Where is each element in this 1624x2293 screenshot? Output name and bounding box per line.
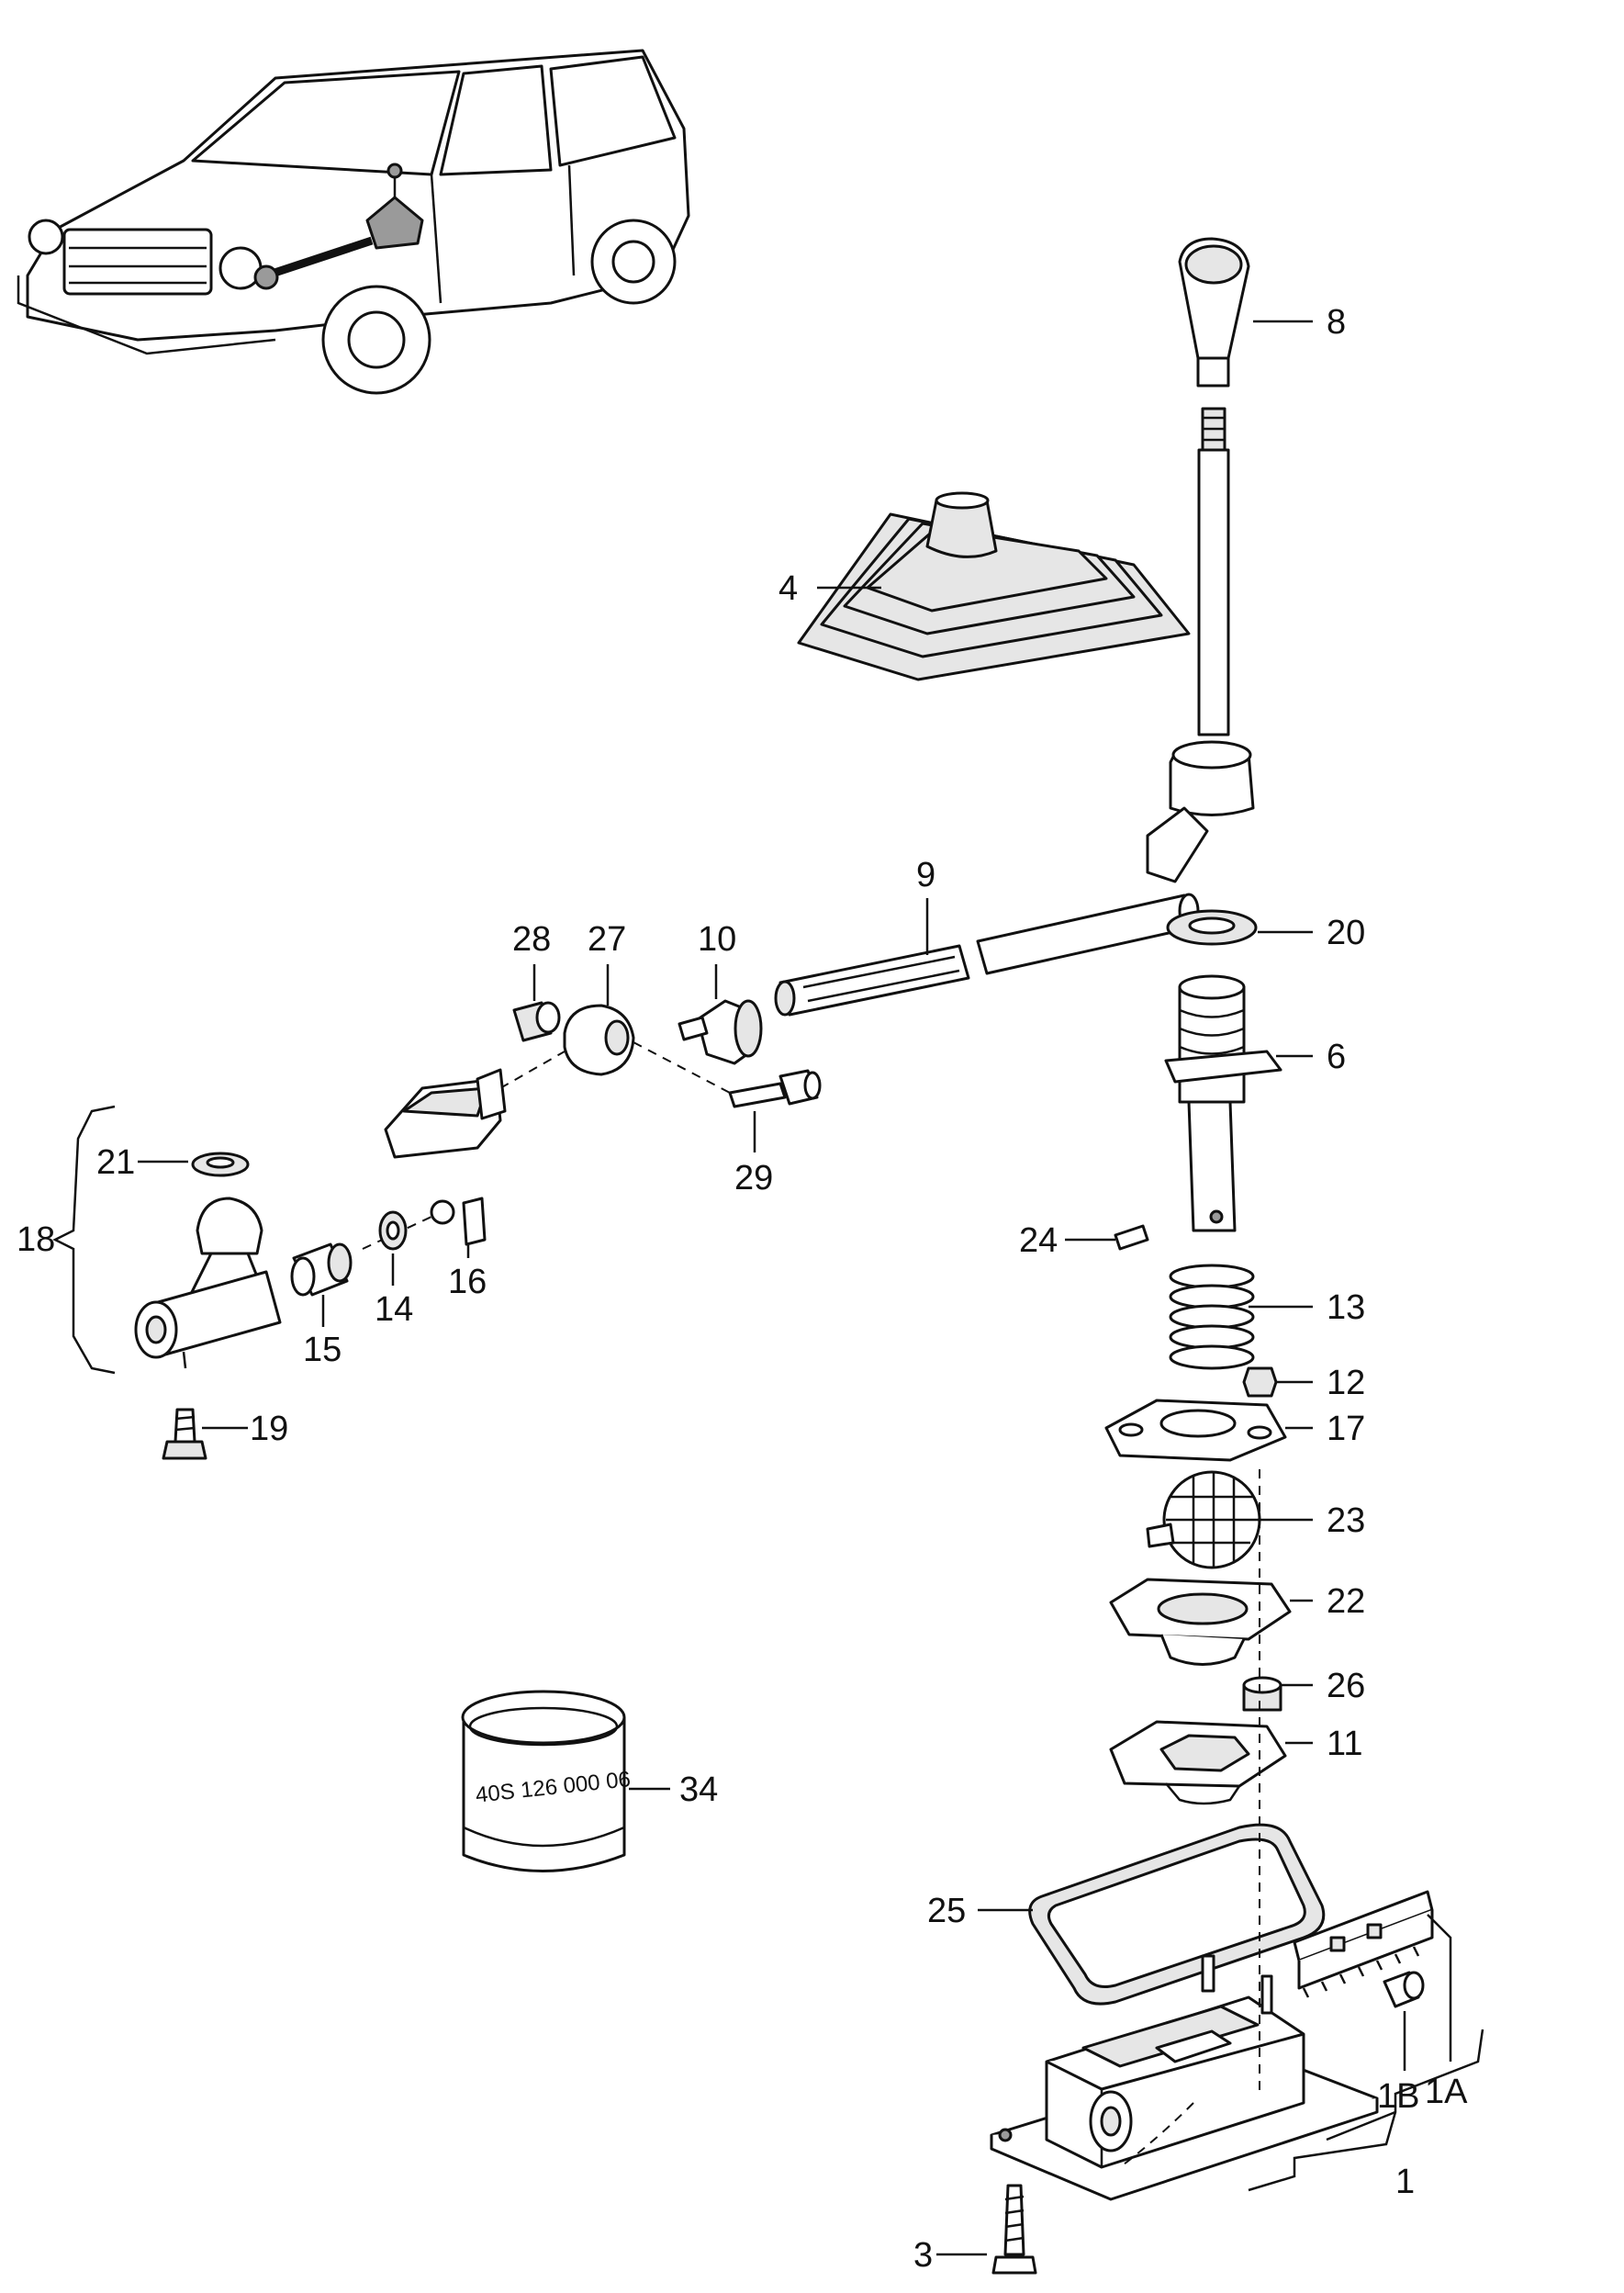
part-16-bracket: [384, 1068, 507, 1246]
part-6-guide-sleeve: [1164, 974, 1282, 1232]
part-13-spring: [1169, 1264, 1255, 1370]
label-8: 8: [1327, 303, 1346, 342]
part-25-gasket: [1028, 1823, 1326, 2006]
part-4-gaiter-boot: [797, 491, 1191, 681]
label-28: 28: [512, 920, 551, 959]
part-12-nut: [1242, 1366, 1278, 1398]
label-1A: 1A: [1425, 2073, 1468, 2111]
label-17: 17: [1327, 1410, 1365, 1448]
part-9-shift-rod: [774, 893, 1200, 1017]
label-29: 29: [734, 1159, 773, 1197]
leader-lines: [52, 320, 1484, 2256]
label-9: 9: [916, 856, 935, 894]
part-14-ring: [378, 1210, 408, 1251]
part-1-shift-housing: [990, 1954, 1379, 2201]
label-20: 20: [1327, 914, 1365, 952]
part-24-pin: [1114, 1224, 1149, 1251]
part-10-clamp-sleeve: [678, 999, 763, 1065]
part-labels: 8 4 9 20 28 27 10 6 21 29 18 24 16 13 14…: [17, 303, 1468, 2275]
label-21: 21: [96, 1143, 135, 1182]
label-19: 19: [250, 1410, 288, 1448]
label-22: 22: [1327, 1582, 1365, 1621]
label-14: 14: [375, 1290, 413, 1329]
label-34: 34: [679, 1770, 718, 1809]
part-17-bearing-plate: [1104, 1399, 1287, 1462]
label-16: 16: [448, 1263, 487, 1301]
part-28-nut: [512, 1001, 561, 1042]
part-22-bearing-housing: [1109, 1578, 1292, 1666]
label-25: 25: [927, 1892, 966, 1930]
car-illustration: [17, 49, 690, 395]
part-1A-shift-gate: [1293, 1890, 1434, 1998]
label-4: 4: [778, 569, 798, 608]
label-1: 1: [1395, 2163, 1415, 2201]
label-10: 10: [698, 920, 736, 959]
part-34-grease-can: 40S 126 000 06: [461, 1690, 632, 1872]
part-1B-bush: [1383, 1971, 1425, 2008]
label-13: 13: [1327, 1288, 1365, 1327]
label-26: 26: [1327, 1667, 1365, 1705]
part-21-washer: [191, 1152, 250, 1177]
part-27-clamp: [563, 1004, 635, 1076]
part-8-gear-knob: [1178, 237, 1250, 388]
part-23-ball-cage: [1146, 1470, 1261, 1569]
label-23: 23: [1327, 1501, 1365, 1540]
part-11-housing-plate: [1109, 1720, 1287, 1805]
part-20-ring: [1166, 909, 1258, 946]
label-6: 6: [1327, 1038, 1346, 1076]
part-18-shift-housing-assembly: [134, 1197, 282, 1369]
label-18: 18: [17, 1220, 55, 1259]
label-24: 24: [1019, 1221, 1058, 1260]
part-26-bush: [1242, 1676, 1282, 1712]
gear-lever-rod: [1146, 407, 1255, 883]
label-27: 27: [588, 920, 626, 959]
part-19-bolt: [162, 1408, 207, 1460]
label-1B: 1B: [1377, 2077, 1419, 2116]
label-12: 12: [1327, 1364, 1365, 1402]
label-3: 3: [913, 2236, 933, 2275]
label-15: 15: [303, 1331, 342, 1369]
part-3-screw: [991, 2184, 1037, 2275]
part-15-bush: [290, 1242, 353, 1297]
label-11: 11: [1327, 1725, 1362, 1763]
part-29-bolt: [728, 1069, 822, 1108]
